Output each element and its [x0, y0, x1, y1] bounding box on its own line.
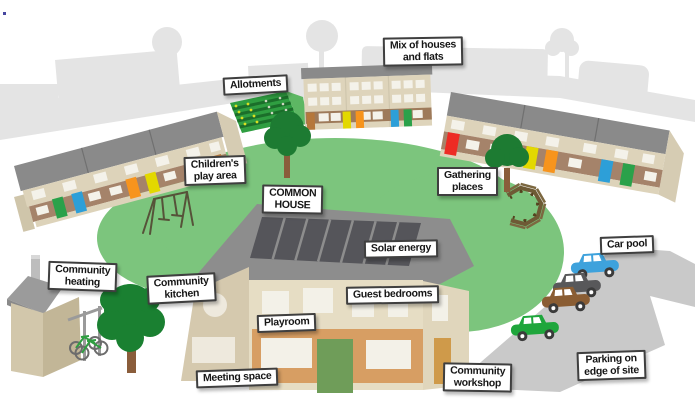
label-car-pool: Car pool — [599, 235, 655, 255]
common-house-building — [181, 204, 474, 393]
bicycle-icon — [69, 335, 109, 361]
label-gathering-places: Gathering places — [437, 167, 498, 197]
stray-pixel-dot — [3, 12, 6, 15]
label-line: Gathering — [444, 169, 491, 181]
label-playroom: Playroom — [256, 312, 317, 333]
label-line: edge of site — [583, 363, 640, 378]
car-icon — [510, 314, 559, 342]
window — [261, 338, 312, 368]
label-meeting-space: Meeting space — [195, 367, 279, 388]
skyline-tree-icon — [152, 20, 579, 78]
label-line: Playroom — [263, 315, 310, 329]
background-skyline — [0, 20, 695, 140]
label-community-heating: Community heating — [47, 260, 118, 293]
label-solar-energy: Solar energy — [363, 239, 439, 259]
label-line: places — [452, 180, 483, 193]
label-line: play area — [193, 168, 237, 183]
swing-set-icon — [142, 191, 194, 235]
window — [366, 340, 411, 369]
community-heating-building — [7, 255, 81, 377]
label-line: Meeting space — [202, 369, 272, 385]
label-line: Allotments — [229, 76, 282, 92]
label-line: heating — [64, 274, 101, 289]
label-community-workshop: Community workshop — [442, 362, 513, 393]
window — [192, 337, 235, 363]
tree-icon — [97, 284, 165, 373]
left-terrace-row — [14, 111, 248, 232]
front-doors — [306, 109, 413, 130]
label-allotments: Allotments — [222, 74, 289, 96]
label-common-house: COMMON HOUSE — [261, 184, 324, 215]
label-line: HOUSE — [274, 198, 311, 211]
label-line: Solar energy — [370, 241, 432, 255]
label-line: Guest bedrooms — [352, 287, 433, 301]
label-guest-bedrooms: Guest bedrooms — [345, 285, 440, 305]
front-door — [317, 339, 353, 393]
label-line: and flats — [402, 50, 444, 63]
tree-icon — [485, 134, 529, 192]
flats-building — [301, 63, 433, 130]
main-block — [249, 280, 423, 393]
upper-windows — [262, 288, 408, 317]
label-mix-of-houses-and-flats: Mix of houses and flats — [382, 36, 464, 67]
tree-icon — [264, 111, 311, 178]
label-line: workshop — [453, 376, 502, 389]
label-childrens-play-area: Children's play area — [183, 154, 247, 187]
label-line: Car pool — [606, 237, 648, 251]
label-parking-on-edge-of-site: Parking on edge of site — [576, 349, 647, 382]
car-icon — [570, 252, 619, 280]
car-pool-cars — [510, 252, 619, 342]
label-community-kitchen: Community kitchen — [146, 272, 217, 305]
car-icon — [541, 286, 590, 314]
